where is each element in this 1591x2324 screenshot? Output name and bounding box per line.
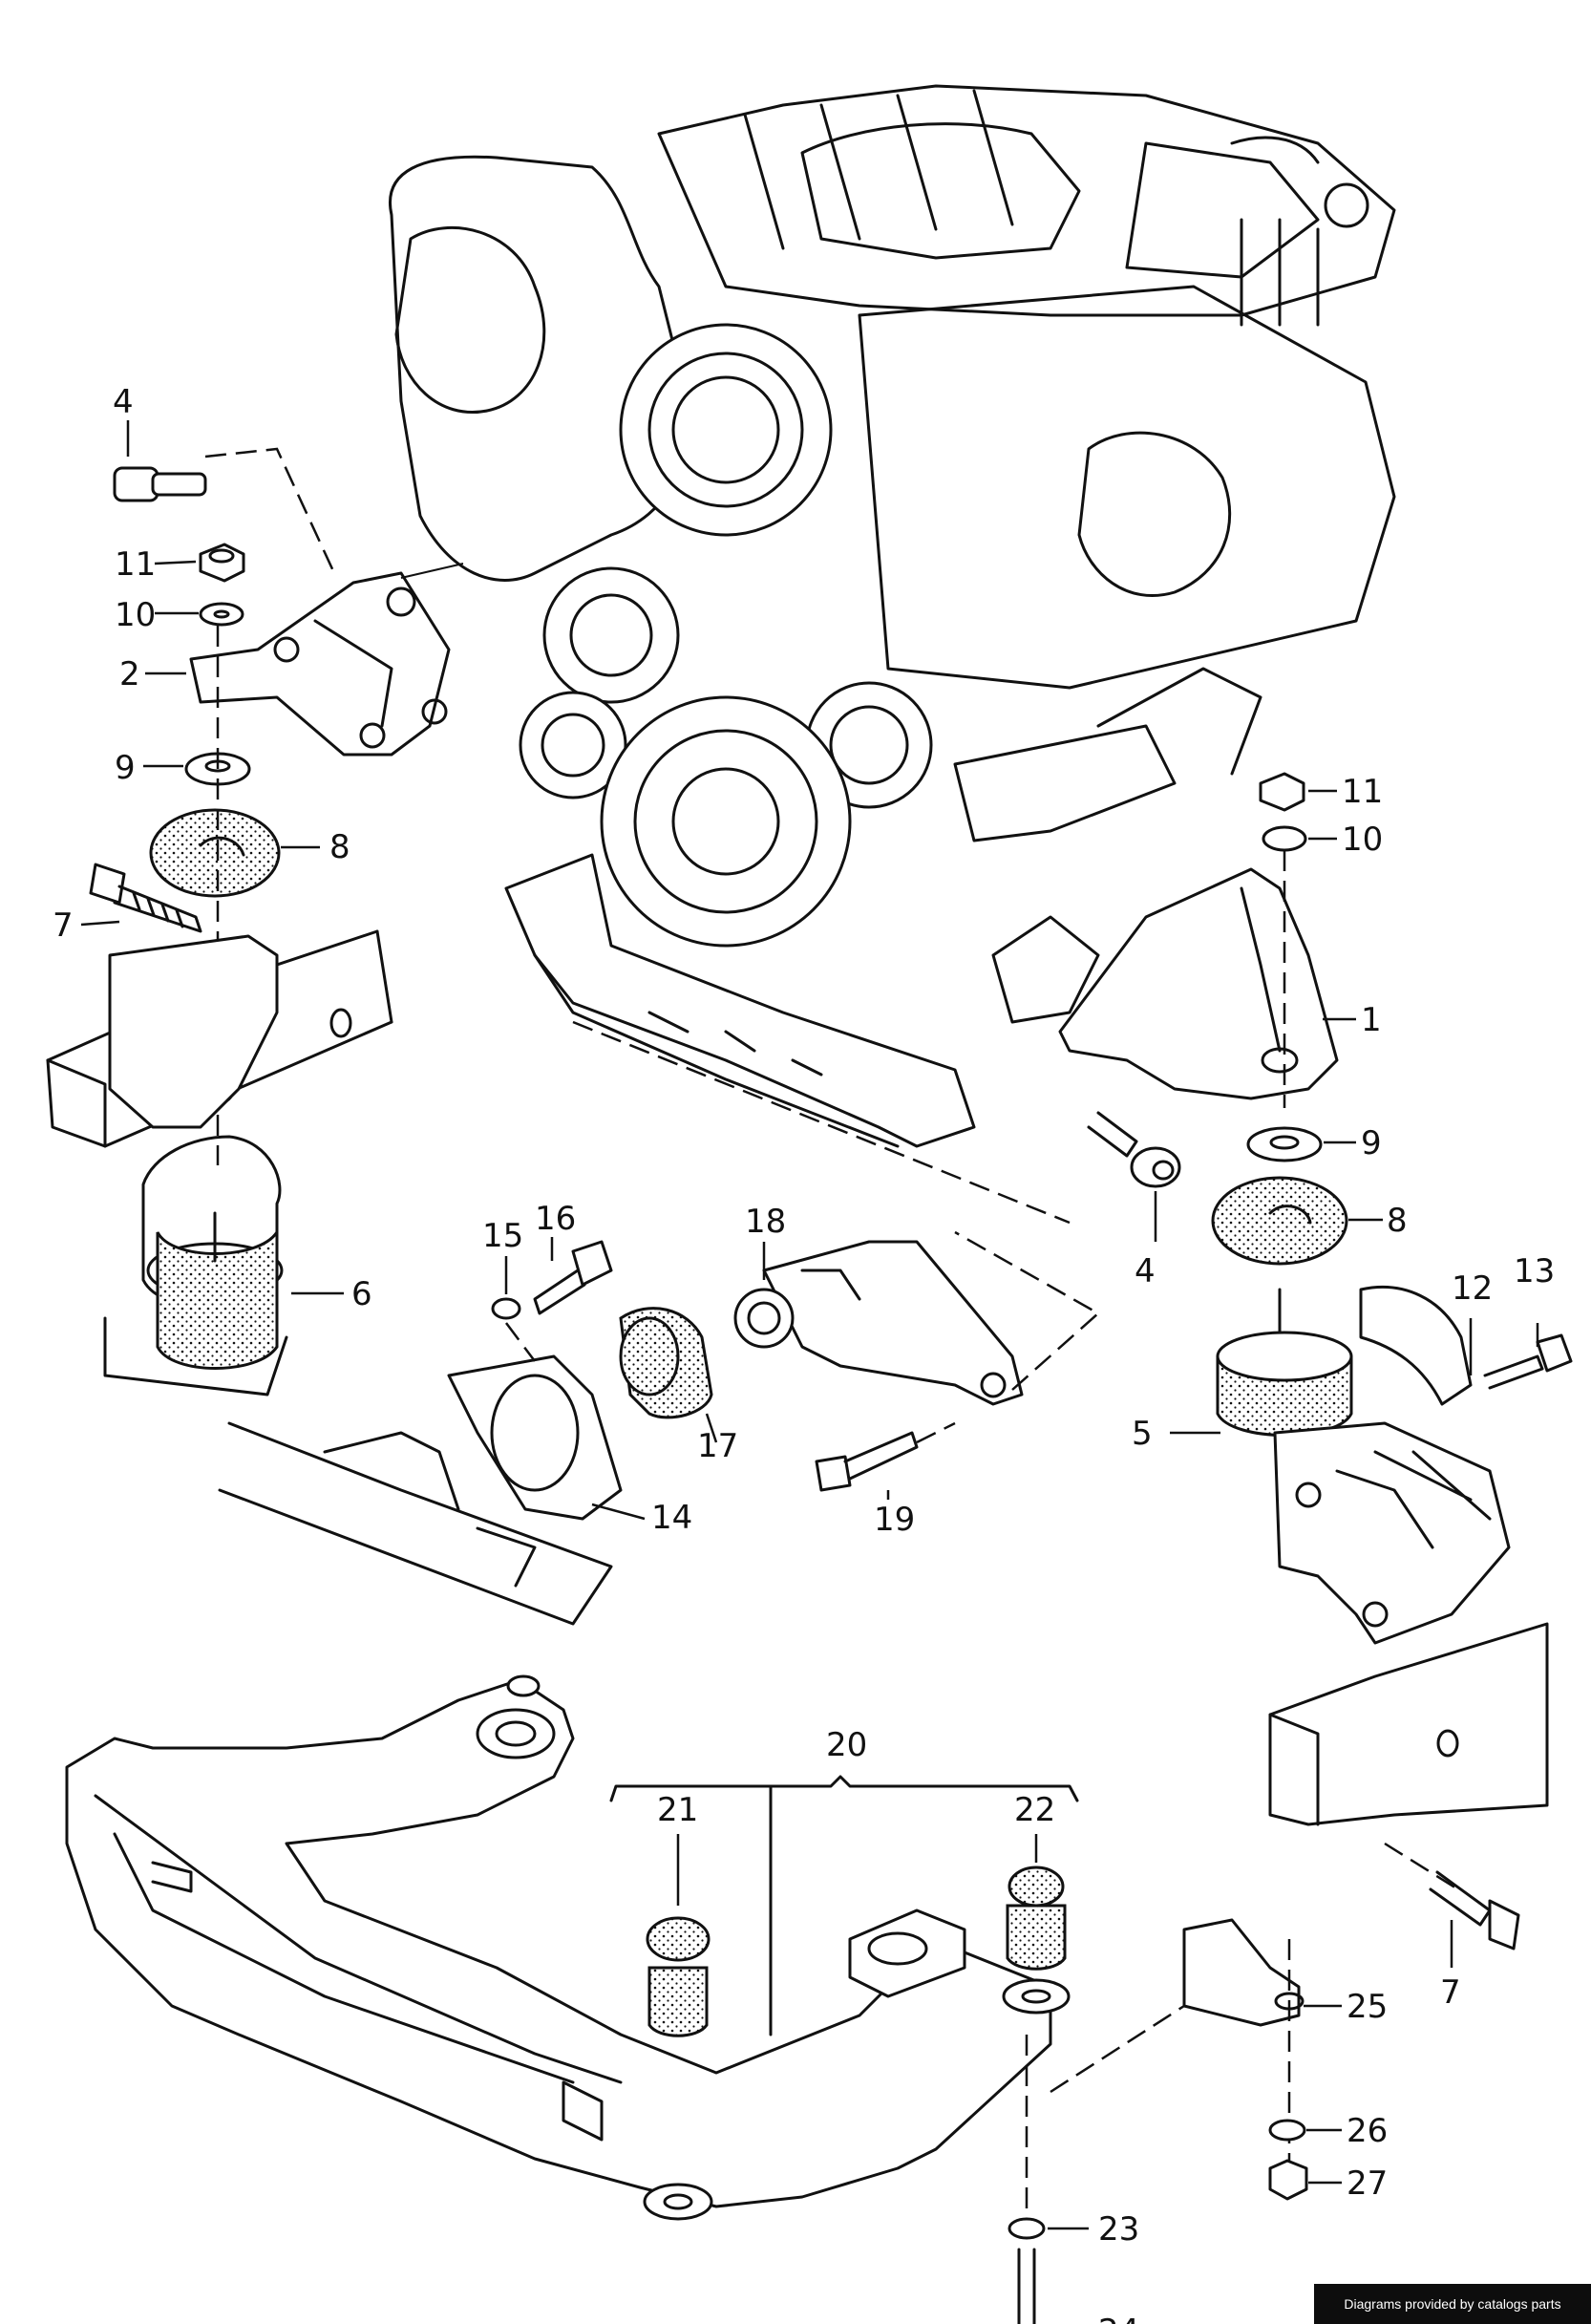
callout-27: 27 <box>1347 2164 1388 2203</box>
bracket-18 <box>733 1240 1024 1406</box>
callout-25: 25 <box>1347 1988 1388 2026</box>
callout-11-right: 11 <box>1342 773 1383 811</box>
bolt-4-right <box>1087 1111 1181 1188</box>
callout-21: 21 <box>657 1791 698 1829</box>
callout-13: 13 <box>1514 1252 1555 1290</box>
callout-19: 19 <box>874 1501 915 1539</box>
callout-11-left: 11 <box>115 545 156 584</box>
callout-labels: 4 11 10 2 9 8 7 6 15 16 18 17 14 19 11 1… <box>53 383 1555 2324</box>
bushing-21 <box>646 1916 711 2037</box>
bolt-13 <box>1483 1333 1573 1390</box>
bolt-24 <box>1017 2248 1036 2324</box>
nut-11-right <box>1259 772 1305 812</box>
callout-22: 22 <box>1014 1791 1055 1829</box>
callout-10-left: 10 <box>115 596 156 634</box>
nut-27 <box>1268 2159 1308 2201</box>
washer-10-left <box>199 602 244 627</box>
bolt-7-right <box>1429 1870 1520 1951</box>
heat-shield-12 <box>1359 1285 1473 1406</box>
engine-mount-6-left <box>103 934 288 1397</box>
washer-9-right <box>1246 1126 1323 1162</box>
bushing-17 <box>619 1307 713 1419</box>
callout-20: 20 <box>826 1726 867 1764</box>
callout-10-right: 10 <box>1342 821 1383 859</box>
rubber-pad-8-left <box>149 808 281 898</box>
bracket-25 <box>1182 1918 1305 2027</box>
callout-9-left: 9 <box>115 749 136 787</box>
washer-26 <box>1268 2119 1306 2142</box>
washer-23 <box>1008 2217 1046 2240</box>
engine-mount-5-right <box>1216 1288 1511 1645</box>
bolt-7-left <box>89 863 202 933</box>
callout-14: 14 <box>651 1499 692 1537</box>
callout-23: 23 <box>1098 2210 1139 2249</box>
callout-18: 18 <box>745 1203 786 1241</box>
washer-15 <box>491 1297 521 1320</box>
rubber-pad-8-right <box>1211 1176 1348 1266</box>
callout-17: 17 <box>697 1427 738 1465</box>
engine-bracket-left <box>189 563 464 757</box>
bolt-19 <box>815 1431 919 1492</box>
bushing-22 <box>1006 1866 1067 1971</box>
credit-bar: Diagrams provided by catalogs parts <box>1314 2284 1591 2324</box>
callout-1: 1 <box>1361 1001 1382 1039</box>
engine-bracket-1-right <box>1058 867 1339 1100</box>
callout-6: 6 <box>351 1275 372 1313</box>
callout-5: 5 <box>1132 1415 1153 1453</box>
callout-15: 15 <box>482 1217 523 1255</box>
bracket-14 <box>447 1354 623 1521</box>
callout-4-upper: 4 <box>113 383 134 421</box>
frame-rail-right <box>1268 1622 1549 1826</box>
callout-7-right: 7 <box>1440 1973 1461 2012</box>
bolt-4-upper <box>113 466 207 502</box>
callout-7-left: 7 <box>53 906 74 945</box>
callout-9-right: 9 <box>1361 1124 1382 1162</box>
callout-2: 2 <box>119 655 140 693</box>
callout-16: 16 <box>535 1200 576 1238</box>
credit-text: Diagrams provided by catalogs parts <box>1344 2296 1561 2312</box>
frame-rail-center <box>218 1421 613 1626</box>
nut-11-left <box>199 543 245 583</box>
bolt-16 <box>533 1240 613 1315</box>
callout-8-left: 8 <box>329 828 350 866</box>
callout-12: 12 <box>1452 1269 1493 1308</box>
callout-24: 24 <box>1098 2313 1139 2324</box>
engine-block <box>389 84 1396 1148</box>
washer-10-right <box>1262 825 1307 852</box>
leader-lines <box>80 420 1539 2230</box>
callout-8-right: 8 <box>1387 1202 1408 1240</box>
subframe <box>65 1674 1071 2221</box>
callout-26: 26 <box>1347 2112 1388 2150</box>
callout-4-right: 4 <box>1135 1252 1156 1290</box>
